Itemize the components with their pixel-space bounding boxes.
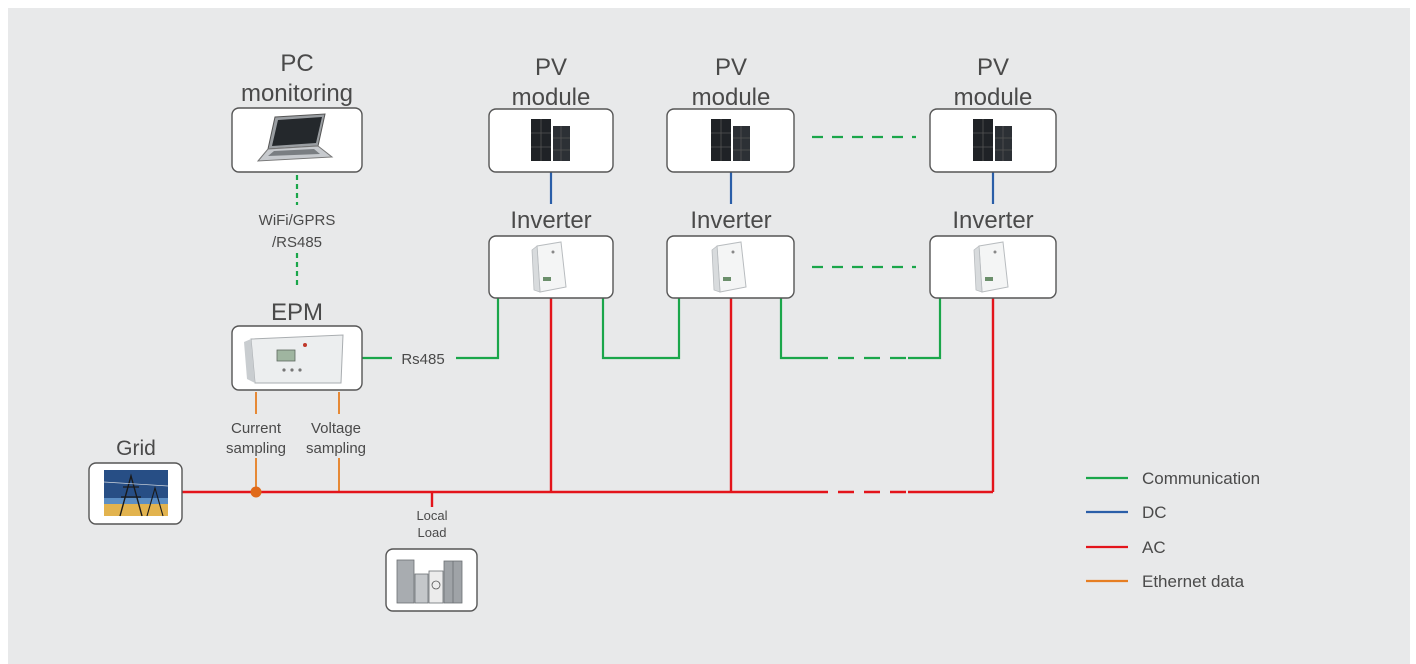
comm-inv2-out	[779, 298, 812, 360]
pv2-title-line1: PV	[715, 54, 747, 81]
pc-title-line1: PC	[280, 50, 313, 77]
inverter2-title: Inverter	[690, 207, 771, 234]
power-tower-icon	[103, 470, 169, 517]
dc-lines	[549, 172, 995, 204]
wifi-label-line2: /RS485	[272, 234, 322, 251]
pv-module-1[interactable]	[488, 108, 614, 173]
pv2-title-line2: module	[692, 84, 771, 111]
inverter3-title: Inverter	[952, 207, 1033, 234]
pc-title-line2: monitoring	[241, 80, 353, 107]
wifi-label-line1: WiFi/GPRS	[259, 212, 336, 229]
communication-lines	[295, 135, 942, 360]
solar-panel-icon	[531, 119, 570, 161]
pv1-title-line2: module	[512, 84, 591, 111]
voltage-sampling-line2: sampling	[306, 440, 366, 457]
legend-label: AC	[1142, 538, 1166, 557]
legend-label: Ethernet data	[1142, 572, 1245, 591]
inverter-icon	[973, 241, 1009, 293]
legend-item-dc: DC	[1086, 503, 1167, 522]
pv3-title-line1: PV	[977, 54, 1009, 81]
current-sampling-line2: sampling	[226, 440, 286, 457]
legend-item-ethernet: Ethernet data	[1086, 572, 1245, 591]
appliances-icon	[396, 559, 463, 604]
energy-meter-icon	[244, 334, 344, 384]
epm-title: EPM	[271, 299, 323, 326]
solar-panel-icon	[711, 119, 750, 161]
legend-item-communication: Communication	[1086, 469, 1260, 488]
grid-node[interactable]	[88, 462, 183, 525]
inverter-2[interactable]	[666, 235, 795, 299]
rs485-label: Rs485	[401, 351, 444, 368]
local-load-line2: Load	[418, 525, 447, 540]
pv-module-2[interactable]	[666, 108, 795, 173]
inverter-3[interactable]	[929, 235, 1057, 299]
rs485-link-right	[456, 298, 500, 360]
voltage-sampling-line1: Voltage	[311, 420, 361, 437]
inverter-icon	[531, 241, 567, 293]
inverter-1[interactable]	[488, 235, 614, 299]
grid-title: Grid	[116, 437, 156, 460]
pc-monitoring-node[interactable]	[231, 107, 363, 173]
legend: Communication DC AC Ethernet data	[1086, 469, 1260, 591]
current-sampling-line1: Current	[231, 420, 282, 437]
solar-panel-icon	[973, 119, 1012, 161]
local-load-node[interactable]	[385, 548, 478, 612]
current-sampling-junction	[250, 486, 262, 498]
legend-label: DC	[1142, 503, 1167, 522]
inverter1-title: Inverter	[510, 207, 591, 234]
local-load-line1: Local	[416, 508, 447, 523]
comm-inv1-inv2	[601, 298, 681, 360]
pv-module-3[interactable]	[929, 108, 1057, 173]
legend-item-ac: AC	[1086, 538, 1166, 557]
inverter-icon	[711, 241, 747, 293]
pv3-title-line2: module	[954, 84, 1033, 111]
ethernet-lines	[255, 392, 340, 492]
pv1-title-line1: PV	[535, 54, 567, 81]
legend-label: Communication	[1142, 469, 1260, 488]
comm-inv3-in	[908, 298, 942, 360]
epm-node[interactable]	[231, 325, 363, 391]
laptop-icon	[256, 113, 334, 162]
ac-lines	[182, 297, 995, 507]
